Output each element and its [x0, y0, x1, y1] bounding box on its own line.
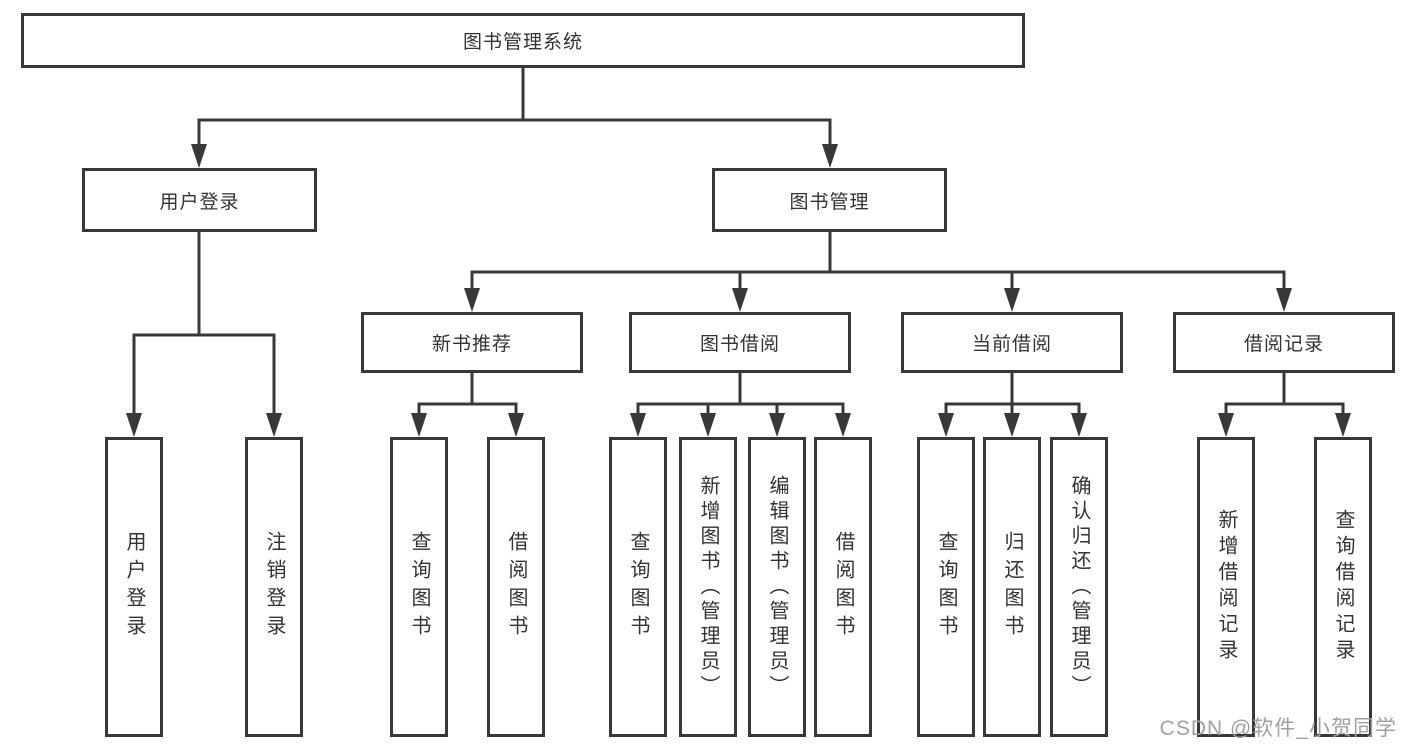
- leaf-query-borrow-record: 查询借阅记录: [1314, 437, 1372, 737]
- leaf-return-books: 归还图书: [983, 437, 1041, 737]
- leaf-edit-books-admin: 编辑图书（管理员）: [748, 437, 806, 737]
- node-new-book-recommend: 新书推荐: [361, 312, 583, 373]
- node-book-management: 图书管理: [712, 168, 947, 232]
- leaf-recommend-query-books: 查询图书: [390, 437, 448, 737]
- leaf-borrow-query-books: 查询图书: [609, 437, 667, 737]
- node-borrow-records: 借阅记录: [1173, 312, 1395, 373]
- leaf-add-books-admin: 新增图书（管理员）: [679, 437, 737, 737]
- csdn-watermark: CSDN @软件_小贺同学: [1159, 717, 1397, 740]
- node-system-root: 图书管理系统: [21, 13, 1025, 68]
- node-current-borrow: 当前借阅: [901, 312, 1123, 373]
- node-book-borrow: 图书借阅: [629, 312, 851, 373]
- leaf-confirm-return-admin: 确认归还（管理员）: [1050, 437, 1108, 737]
- leaf-borrow-books: 借阅图书: [814, 437, 872, 737]
- leaf-user-login: 用户登录: [105, 437, 163, 737]
- leaf-current-query-books: 查询图书: [917, 437, 975, 737]
- node-user-login: 用户登录: [82, 168, 317, 232]
- leaf-recommend-borrow-books: 借阅图书: [487, 437, 545, 737]
- leaf-add-borrow-record: 新增借阅记录: [1197, 437, 1255, 737]
- leaf-logout: 注销登录: [245, 437, 303, 737]
